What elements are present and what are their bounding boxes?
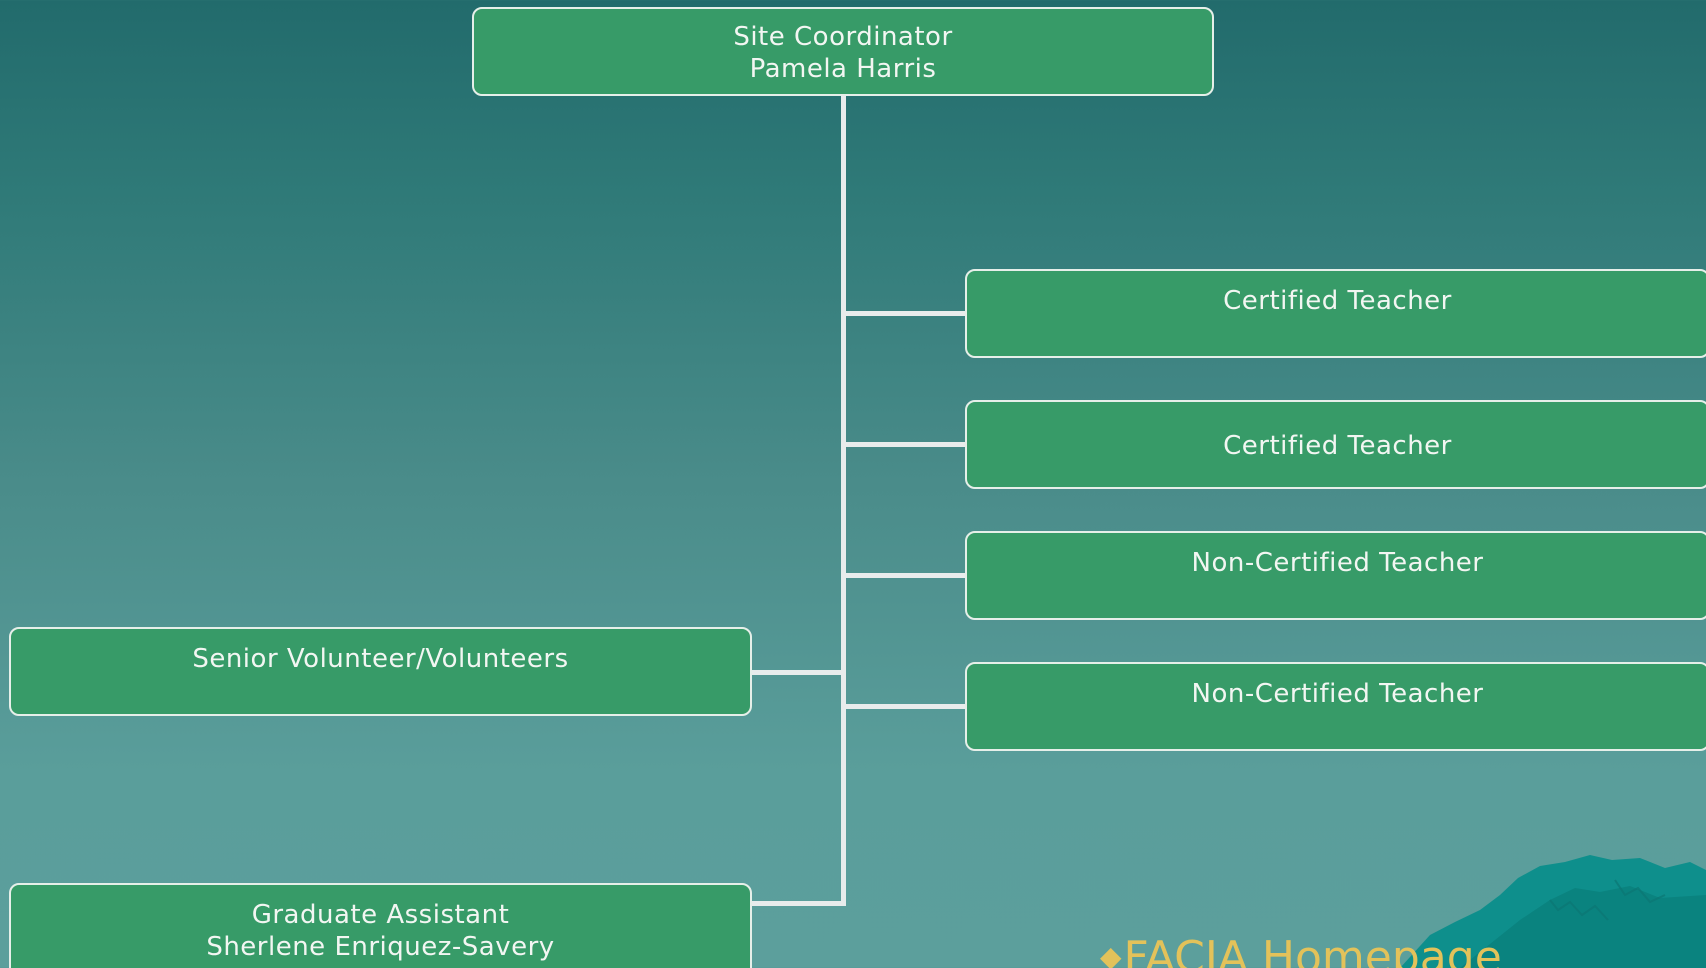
certified-teacher-box-1: Certified Teacher	[965, 269, 1706, 358]
non-certified-teacher-title: Non-Certified Teacher	[1191, 679, 1484, 709]
senior-volunteers-title: Senior Volunteer/Volunteers	[192, 644, 569, 674]
certified-teacher-title: Certified Teacher	[1223, 286, 1452, 316]
graduate-assistant-name: Sherlene Enriquez-Savery	[206, 932, 555, 962]
non-certified-teacher-title: Non-Certified Teacher	[1191, 548, 1484, 578]
senior-volunteers-box: Senior Volunteer/Volunteers	[9, 627, 752, 716]
connector-certified-teacher-1	[846, 311, 966, 316]
graduate-assistant-title: Graduate Assistant	[251, 900, 510, 930]
diamond-bullet-icon: ◆	[1100, 940, 1122, 968]
connector-non-certified-teacher-2	[846, 704, 966, 709]
certified-teacher-title: Certified Teacher	[1223, 431, 1452, 461]
non-certified-teacher-box-2: Non-Certified Teacher	[965, 662, 1706, 751]
connector-graduate-assistant	[751, 901, 841, 906]
non-certified-teacher-box-1: Non-Certified Teacher	[965, 531, 1706, 620]
trunk-line	[841, 95, 846, 906]
facia-homepage-link[interactable]: ◆FACIA Homepage	[1100, 932, 1502, 968]
graduate-assistant-box: Graduate Assistant Sherlene Enriquez-Sav…	[9, 883, 752, 968]
connector-non-certified-teacher-1	[846, 573, 966, 578]
mountain-graphic	[1400, 855, 1706, 968]
facia-homepage-link-text[interactable]: FACIA Homepage	[1123, 932, 1502, 968]
site-coordinator-name: Pamela Harris	[749, 54, 937, 84]
site-coordinator-title: Site Coordinator	[733, 22, 953, 52]
site-coordinator-box: Site Coordinator Pamela Harris	[472, 7, 1214, 96]
certified-teacher-box-2: Certified Teacher	[965, 400, 1706, 489]
connector-senior-volunteers	[751, 670, 841, 675]
connector-certified-teacher-2	[846, 442, 966, 447]
